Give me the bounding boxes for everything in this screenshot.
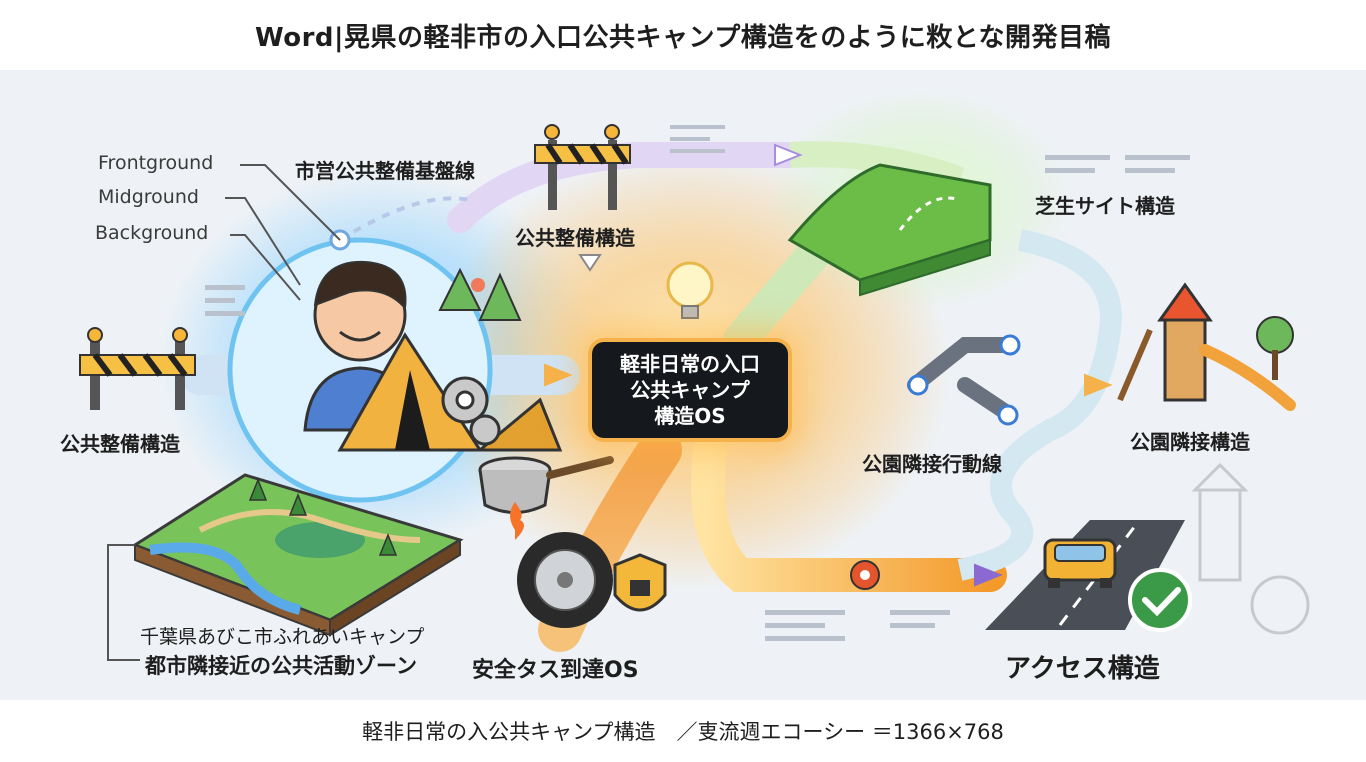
core-line-1: 軽非日常の入口 <box>620 352 760 376</box>
core-os-box: 軽非日常の入口 公共キャンプ 構造OS <box>592 342 788 438</box>
route-path-icon <box>907 334 1021 426</box>
diagram-title: Word|晃県の軽非市の入口公共キャンプ構造をのように敉とな開発目稿 <box>255 22 1111 53</box>
diagram-artwork <box>79 90 1310 661</box>
label-map-line1: 千葉県あびこ市ふれあいキャンプ <box>140 626 425 648</box>
label-park-adjacent: 公園隣接構造 <box>1130 430 1250 454</box>
label-park-route: 公園隣接行動線 <box>862 452 1002 476</box>
car-icon <box>1043 538 1117 588</box>
access-flow <box>691 433 1007 592</box>
small-gear-icon <box>850 560 880 590</box>
label-lawn: 芝生サイト構造 <box>1035 194 1175 218</box>
label-top-line: 市営公共整備基盤線 <box>295 159 475 183</box>
core-line-2: 公共キャンプ <box>630 378 750 402</box>
checkmark-icon <box>1128 568 1192 632</box>
layer-label-frontground: Frontground <box>98 152 214 174</box>
label-access: アクセス構造 <box>1005 654 1160 684</box>
text-line-decorations <box>205 125 1190 641</box>
tree-icon <box>438 267 522 321</box>
wheel-icon <box>517 532 613 628</box>
leader-lines <box>107 164 341 661</box>
top-flow-green <box>789 141 965 193</box>
shield-lock-icon <box>613 553 667 612</box>
gear-icon <box>441 376 501 446</box>
cooking-pot-icon <box>478 456 614 540</box>
terrain-map-icon <box>131 473 464 637</box>
playground-icon <box>1117 282 1296 411</box>
diagram-canvas: Frontground Midground Background 市営公共整備基… <box>0 70 1366 700</box>
left-barrier-icon <box>79 327 196 410</box>
tent-icon <box>337 332 563 452</box>
label-top-barrier: 公共整備構造 <box>515 226 635 250</box>
label-map-line2: 都市隣接近の公共活動ゾーン <box>145 654 417 678</box>
layer-label-midground: Midground <box>98 186 199 208</box>
label-safety: 安全タス到達OS <box>472 658 639 683</box>
core-line-3: 構造OS <box>654 404 726 428</box>
top-barrier-icon <box>534 124 631 210</box>
playground-ghost-icon <box>1191 462 1310 635</box>
park-route-flow <box>957 229 1122 581</box>
lightbulb-icon <box>666 261 714 319</box>
layer-label-background: Background <box>95 222 209 244</box>
lawn-site-icon <box>787 163 992 297</box>
footer-caption: 軽非日常の入公共キャンプ構造 ／叓流週エコーシー ＝1366×768 <box>362 720 1004 744</box>
label-left-barrier: 公共整備構造 <box>60 432 180 456</box>
link-dots <box>338 196 471 242</box>
